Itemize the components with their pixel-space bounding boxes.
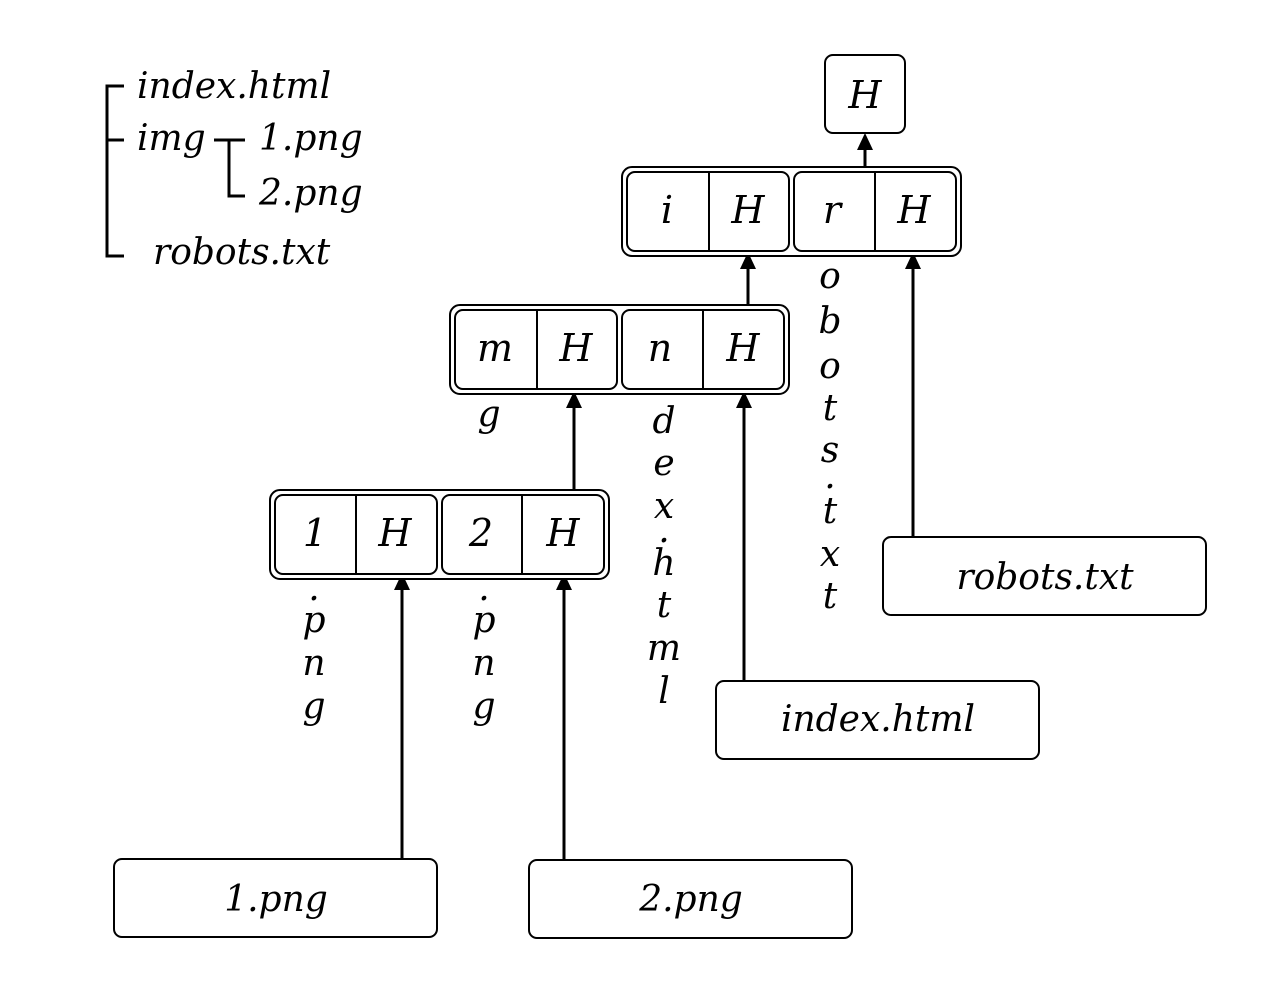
leaf-png2-box — [528, 859, 853, 939]
leaf-robots-label: robots.txt — [956, 557, 1134, 598]
arrowhead-mid-n — [736, 391, 752, 408]
edge-label-char: l — [658, 671, 670, 712]
leaf-robots-box — [882, 536, 1207, 616]
edge-label-char: . — [478, 568, 489, 609]
leaf-index: index.html — [715, 680, 1040, 760]
root-node-box — [824, 54, 906, 134]
node-mid-cell-1: H — [558, 326, 593, 370]
edge-label-char: s — [821, 430, 839, 471]
edge-label-char: g — [472, 686, 495, 727]
directory-tree: index.html img 1.png 2.png robots.txt — [105, 66, 363, 273]
edges — [394, 133, 921, 860]
root-node-label: H — [847, 73, 882, 117]
node-low-cell-1: H — [377, 511, 412, 555]
edge-label-char: d — [652, 401, 675, 442]
edge-label-char: t — [823, 576, 838, 617]
node-low-cell-2: 2 — [468, 511, 493, 555]
edge-label-char: t — [657, 585, 672, 626]
leaf-index-box — [715, 680, 1040, 760]
tree-item-2png: 2.png — [258, 173, 363, 214]
arrowhead-top-i — [740, 252, 756, 269]
leaf-index-label: index.html — [781, 699, 975, 740]
arrowhead-mid-m — [566, 391, 582, 408]
tree-item-index: index.html — [137, 66, 331, 107]
edge-label-char: o — [819, 346, 841, 387]
arrowhead-low-2 — [556, 573, 572, 590]
leaf-png1: 1.png — [113, 858, 438, 938]
node-low-cell-0: 1 — [303, 511, 327, 555]
tree-item-1png: 1.png — [259, 118, 363, 159]
tree-item-img: img — [137, 118, 206, 159]
node-mid-cell-3: H — [725, 326, 760, 370]
edge-label-char: p — [302, 600, 325, 641]
edge-label-char: x — [654, 486, 674, 527]
edge-label-robots-suffix: o b o t s . t x t — [818, 256, 841, 617]
arrowhead-top-r — [905, 252, 921, 269]
edge-label-char: b — [818, 301, 841, 342]
leaf-png1-label: 1.png — [224, 879, 328, 920]
node-top-cell-0: i — [661, 188, 673, 232]
edge-label-char: x — [820, 534, 840, 575]
node-mid: m H n H — [449, 304, 790, 395]
edge-label-char: t — [823, 491, 838, 532]
leaf-png2-label: 2.png — [638, 879, 743, 920]
node-mid-cell-2: n — [648, 326, 672, 370]
node-top-cell-2: r — [823, 188, 844, 232]
node-mid-cell-0: m — [477, 326, 513, 370]
root-node: H — [824, 54, 906, 134]
edge-label-img-suffix: g — [477, 394, 500, 435]
tree-bracket-root — [105, 84, 124, 258]
edge-label-char: . — [308, 568, 319, 609]
edge-label-char: m — [647, 628, 681, 669]
edge-label-char: h — [652, 543, 675, 584]
node-top-cell-1: H — [730, 188, 765, 232]
edge-label-char: . — [658, 510, 669, 551]
node-low-cell-3: H — [545, 511, 580, 555]
edge-label-char: g — [477, 394, 500, 435]
edge-label-char: n — [472, 643, 495, 684]
arrowhead-root — [857, 133, 873, 150]
node-top-cell-3: H — [896, 188, 931, 232]
node-low: 1 H 2 H — [269, 489, 610, 580]
tree-item-robots: robots.txt — [153, 232, 331, 273]
edge-label-png2-suffix: . p n g — [472, 568, 495, 727]
tree-bracket-img — [214, 138, 245, 198]
edge-label-char: t — [823, 388, 838, 429]
edge-label-index-suffix: d e x . h t m l — [647, 401, 681, 712]
leaf-png2: 2.png — [528, 859, 853, 939]
edge-label-char: o — [819, 256, 841, 297]
edge-label-char: e — [653, 443, 674, 484]
edge-labels: o b o t s . t x t d e x . h t m l g . p … — [302, 256, 841, 727]
arrowhead-low-1 — [394, 573, 410, 590]
edge-label-char: n — [302, 643, 325, 684]
edge-label-char: . — [824, 456, 835, 497]
edge-label-char: g — [302, 686, 325, 727]
leaf-robots: robots.txt — [882, 536, 1207, 616]
node-top: i H r H — [621, 166, 962, 257]
edge-label-char: p — [472, 600, 495, 641]
leaf-png1-box — [113, 858, 438, 938]
edge-label-png1-suffix: . p n g — [302, 568, 325, 727]
